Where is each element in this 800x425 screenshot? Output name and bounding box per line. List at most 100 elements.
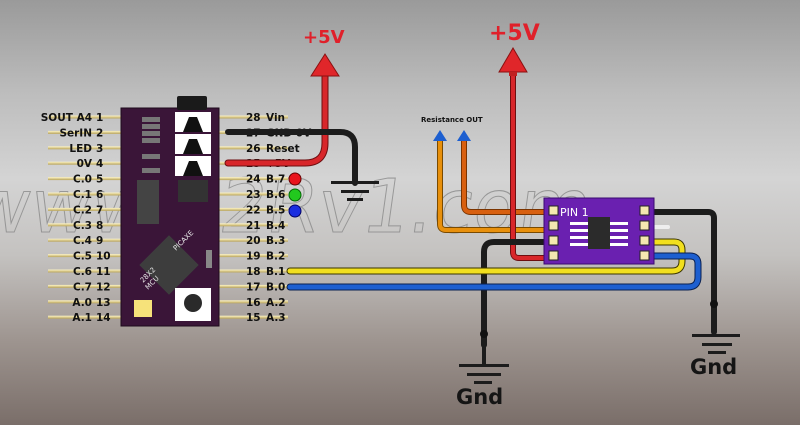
right-pin-number: 28: [246, 112, 261, 124]
right-pin-number: 22: [246, 204, 261, 216]
right-pin-label: B.1: [266, 266, 285, 278]
vcc-label-left: +5V: [303, 27, 345, 48]
header-pin: [48, 161, 124, 165]
programming-header: [175, 112, 211, 176]
resistance-out-label: Resistance OUT: [421, 116, 483, 124]
header-pin: [48, 269, 124, 273]
vcc-symbol-right: +5V: [489, 21, 540, 76]
right-pin-label: Vin: [266, 112, 285, 124]
left-pin-number: 6: [96, 189, 103, 201]
right-pin-label: B.5: [266, 204, 285, 216]
left-pin-label: C.0: [73, 174, 92, 186]
arrow-up-icon: [457, 130, 471, 141]
wire-gnd-module-left: [481, 239, 551, 348]
arrow-up-icon: [433, 130, 447, 141]
header-pin: [48, 284, 124, 288]
digipot-ic: [588, 217, 610, 249]
header-pin: [48, 300, 124, 304]
left-pin-number: 8: [96, 220, 103, 232]
right-pin-label: B.2: [266, 251, 285, 263]
wire-b0-blue: [287, 253, 701, 290]
module-pad: [639, 205, 650, 216]
vcc-label-right: +5V: [489, 21, 540, 46]
ground-symbol-board: [331, 181, 379, 201]
left-pin-number: 2: [96, 127, 103, 139]
right-pin-label: B.4: [266, 220, 285, 232]
digipot-module: PIN 1: [543, 197, 655, 265]
header-pin: [216, 146, 288, 150]
left-pin-number: 13: [96, 297, 111, 309]
header-pin: [48, 315, 124, 319]
right-pin-label: A.3: [266, 312, 286, 324]
right-pin-number: 15: [246, 312, 261, 324]
wire-resistance-out-b: [462, 138, 550, 214]
right-pin-label: B.6: [266, 189, 285, 201]
microcontroller-board: PICAXE 28X2 MCU: [120, 96, 220, 327]
header-pin: [216, 300, 288, 304]
header-pin: [216, 207, 288, 211]
ground-symbol-left: Gnd: [456, 340, 509, 409]
right-pin-number: 26: [246, 143, 261, 155]
vcc-symbol-left: +5V: [303, 27, 345, 77]
left-pin-label: C.5: [73, 251, 92, 263]
left-pin-label: C.6: [73, 266, 92, 278]
led-red-b7: [288, 172, 302, 186]
pin1-label: PIN 1: [560, 206, 589, 219]
module-pad: [548, 205, 559, 216]
left-pin-label: A.1: [72, 312, 92, 324]
right-pin-label: B.7: [266, 174, 285, 186]
right-pin-label: B.3: [266, 235, 285, 247]
led-green-b6: [288, 188, 302, 202]
left-pin-number: 12: [96, 281, 111, 293]
left-pin-number: 9: [96, 235, 103, 247]
header-pin: [48, 192, 124, 196]
header-pin: [216, 269, 288, 273]
left-pin-label: C.4: [73, 235, 92, 247]
gnd-label-right: Gnd: [690, 355, 737, 379]
left-pin-number: 10: [96, 251, 111, 263]
header-pin: [216, 254, 288, 258]
left-pin-number: 5: [96, 174, 103, 186]
left-pin-number: 3: [96, 143, 103, 155]
audio-jack: [177, 96, 207, 110]
right-pin-number: 18: [246, 266, 261, 278]
right-pin-number: 19: [246, 251, 261, 263]
left-pin-label: C.1: [73, 189, 92, 201]
led-blue-b5: [288, 204, 302, 218]
module-pad: [548, 220, 559, 231]
left-pin-number: 4: [96, 158, 103, 170]
wire-resistance-out-a: [438, 138, 550, 232]
wire-gnd-module-right: [647, 209, 717, 335]
header-pin: [216, 238, 288, 242]
module-pad: [548, 250, 559, 261]
right-pin-number: 16: [246, 297, 261, 309]
mcu-chip: [139, 235, 199, 295]
right-pin-number: 21: [246, 220, 261, 232]
header-pin: [48, 146, 124, 150]
left-pin-label: LED: [69, 143, 92, 155]
right-pin-label: A.2: [266, 297, 286, 309]
header-pin: [216, 177, 288, 181]
right-pin-label: B.0: [266, 281, 285, 293]
wire-5v-left: [225, 69, 328, 166]
left-pin-label: 0V: [77, 158, 93, 170]
left-pin-number: 14: [96, 312, 111, 324]
wire-5v-right: [511, 70, 550, 260]
header-pin: [216, 192, 288, 196]
header-pin: [48, 223, 124, 227]
header-pin: [48, 115, 124, 119]
header-pin: [216, 223, 288, 227]
right-pin-label: Reset: [266, 143, 300, 155]
module-pad: [548, 235, 559, 246]
module-pad: [639, 235, 650, 246]
left-pin-number: 7: [96, 204, 103, 216]
header-pin: [216, 315, 288, 319]
wires: [224, 68, 718, 348]
header-pin: [48, 177, 124, 181]
right-pin-number: 24: [246, 174, 261, 186]
left-pin-label: A.0: [72, 297, 92, 309]
